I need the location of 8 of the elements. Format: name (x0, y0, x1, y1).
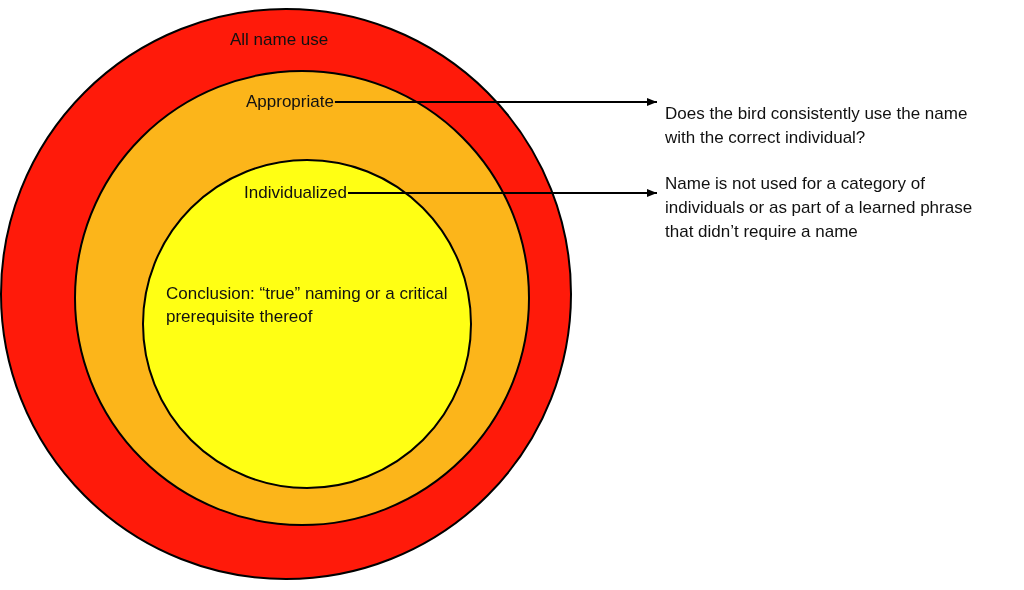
circle-title: All name use (230, 30, 329, 50)
circle-title: Appropriate (246, 92, 334, 112)
conclusion-text: Conclusion: “true” naming or a critical prerequisite thereof (166, 283, 449, 328)
arrow (333, 98, 658, 106)
circle-title: Individualized (244, 183, 347, 203)
annotation-text: Does the bird consistently use the name with the correct individual? (665, 102, 995, 150)
annotation-text: Name is not used for a category of individuals or as part of a learned phrase that didn’t require a name (665, 172, 995, 244)
arrow (347, 189, 658, 197)
